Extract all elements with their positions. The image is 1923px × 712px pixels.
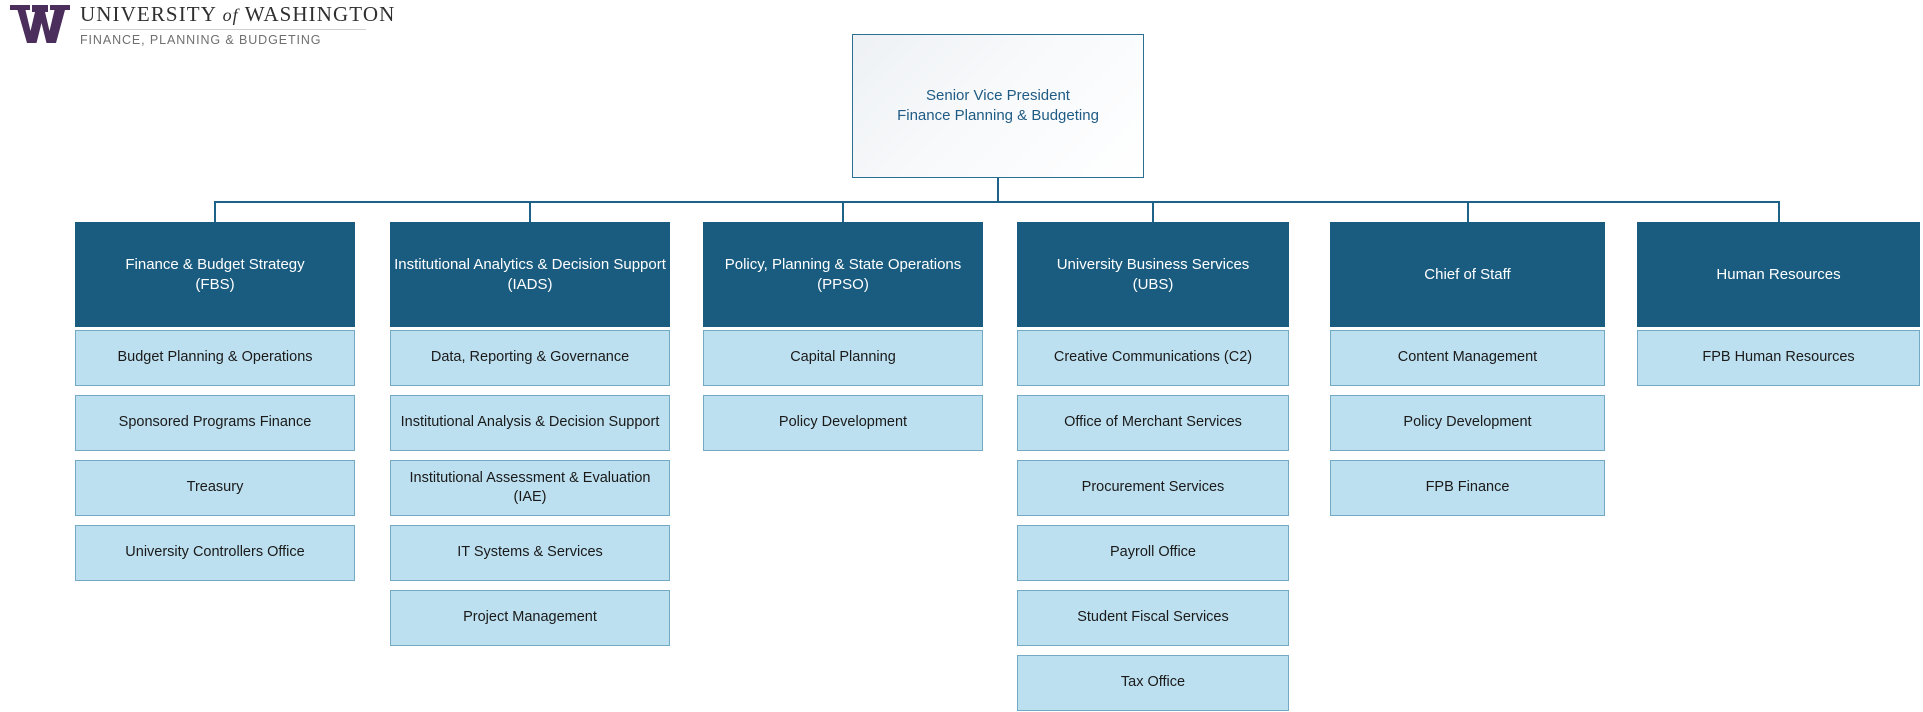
unit-box-policy-development[interactable]: Policy Development xyxy=(1330,395,1605,451)
unit-box-payroll-office[interactable]: Payroll Office xyxy=(1017,525,1289,581)
root-node-line1: Senior Vice President xyxy=(926,87,1070,105)
brand-text-block: UNIVERSITY of WASHINGTON FINANCE, PLANNI… xyxy=(80,2,395,47)
division-name: Policy, Planning & State Operations xyxy=(724,255,962,273)
division-name: University Business Services xyxy=(1056,255,1250,273)
connector-drop-human-resources xyxy=(1777,201,1780,222)
brand-university-title: UNIVERSITY of WASHINGTON xyxy=(80,3,395,25)
connector-horizontal-bus xyxy=(215,201,1779,203)
connector-drop-finance-budget-strategy xyxy=(214,201,216,222)
division-header-university-business-services[interactable]: University Business Services (UBS) xyxy=(1017,222,1289,327)
unit-label: Sponsored Programs Finance xyxy=(118,414,312,431)
division-name: Chief of Staff xyxy=(1424,265,1511,283)
unit-box-creative-communications-c2[interactable]: Creative Communications (C2) xyxy=(1017,330,1289,386)
unit-label: Institutional Analysis & Decision Suppor… xyxy=(400,414,660,431)
unit-label: Tax Office xyxy=(1120,674,1186,691)
connector-drop-university-business-services xyxy=(1152,201,1154,222)
unit-label: Student Fiscal Services xyxy=(1077,609,1229,626)
brand-of-word: of xyxy=(222,5,239,25)
unit-box-sponsored-programs-finance[interactable]: Sponsored Programs Finance xyxy=(75,395,355,451)
brand-unit-name: FINANCE, PLANNING & BUDGETING xyxy=(80,33,322,48)
unit-box-institutional-assessment-evaluation-iae[interactable]: Institutional Assessment & Evaluation (I… xyxy=(390,460,670,516)
division-abbrev: (FBS) xyxy=(195,275,235,293)
connector-drop-institutional-analytics-decision-support xyxy=(529,201,531,222)
root-node-line2: Finance Planning & Budgeting xyxy=(897,107,1099,124)
division-header-finance-budget-strategy[interactable]: Finance & Budget Strategy (FBS) xyxy=(75,222,355,327)
unit-label: Office of Merchant Services xyxy=(1064,414,1242,431)
brand-university-word: UNIVERSITY xyxy=(80,2,217,26)
unit-box-office-of-merchant-services[interactable]: Office of Merchant Services xyxy=(1017,395,1289,451)
division-name: Finance & Budget Strategy xyxy=(125,255,305,273)
unit-label: Institutional Assessment & Evaluation (I… xyxy=(409,469,651,505)
unit-box-fpb-human-resources[interactable]: FPB Human Resources xyxy=(1637,330,1920,386)
unit-box-budget-planning-operations[interactable]: Budget Planning & Operations xyxy=(75,330,355,386)
unit-label: Policy Development xyxy=(1403,414,1532,431)
unit-box-content-management[interactable]: Content Management xyxy=(1330,330,1605,386)
unit-label: Content Management xyxy=(1397,349,1538,366)
unit-label: IT Systems & Services xyxy=(457,544,603,561)
division-name: Human Resources xyxy=(1716,265,1841,283)
unit-label: Creative Communications (C2) xyxy=(1053,349,1253,366)
unit-label: Budget Planning & Operations xyxy=(117,349,313,366)
unit-box-it-systems-services[interactable]: IT Systems & Services xyxy=(390,525,670,581)
unit-box-policy-development[interactable]: Policy Development xyxy=(703,395,983,451)
connector-drop-chief-of-staff xyxy=(1466,201,1469,222)
brand-divider xyxy=(80,29,366,31)
division-abbrev: (PPSO) xyxy=(817,275,869,293)
brand-washington-word: WASHINGTON xyxy=(244,2,396,26)
unit-box-university-controllers-office[interactable]: University Controllers Office xyxy=(75,525,355,581)
unit-label: Procurement Services xyxy=(1081,479,1225,496)
unit-box-data-reporting-governance[interactable]: Data, Reporting & Governance xyxy=(390,330,670,386)
unit-box-project-management[interactable]: Project Management xyxy=(390,590,670,646)
unit-label: FPB Human Resources xyxy=(1702,349,1855,366)
division-header-policy-planning-state-operations[interactable]: Policy, Planning & State Operations (PPSO… xyxy=(703,222,983,327)
division-header-institutional-analytics-decision-support[interactable]: Institutional Analytics & Decision Suppo… xyxy=(390,222,670,327)
unit-box-institutional-analysis-decision-support[interactable]: Institutional Analysis & Decision Suppor… xyxy=(390,395,670,451)
root-node-senior-vice-president[interactable]: Senior Vice President Finance Planning &… xyxy=(852,34,1144,178)
unit-label: FPB Finance xyxy=(1425,479,1510,496)
unit-box-fpb-finance[interactable]: FPB Finance xyxy=(1330,460,1605,516)
uw-w-logo-icon xyxy=(8,2,72,46)
connector-drop-policy-planning-state-operations xyxy=(842,201,844,222)
unit-box-student-fiscal-services[interactable]: Student Fiscal Services xyxy=(1017,590,1289,646)
unit-label: Policy Development xyxy=(778,414,908,431)
connector-root-stem xyxy=(997,178,999,201)
unit-box-treasury[interactable]: Treasury xyxy=(75,460,355,516)
division-abbrev: (IADS) xyxy=(507,275,553,293)
uw-branding: UNIVERSITY of WASHINGTON FINANCE, PLANNI… xyxy=(8,2,395,47)
unit-label: Project Management xyxy=(463,609,597,626)
unit-label: Capital Planning xyxy=(790,349,896,366)
unit-box-capital-planning[interactable]: Capital Planning xyxy=(703,330,983,386)
division-header-human-resources[interactable]: Human Resources xyxy=(1637,222,1920,327)
unit-box-procurement-services[interactable]: Procurement Services xyxy=(1017,460,1289,516)
unit-label: Payroll Office xyxy=(1110,544,1196,561)
unit-label: Treasury xyxy=(186,479,244,496)
division-header-chief-of-staff[interactable]: Chief of Staff xyxy=(1330,222,1605,327)
division-abbrev: (UBS) xyxy=(1132,275,1174,293)
unit-label: Data, Reporting & Governance xyxy=(430,349,630,366)
unit-box-tax-office[interactable]: Tax Office xyxy=(1017,655,1289,711)
unit-label: University Controllers Office xyxy=(125,544,305,561)
division-name: Institutional Analytics & Decision Suppo… xyxy=(394,255,666,273)
